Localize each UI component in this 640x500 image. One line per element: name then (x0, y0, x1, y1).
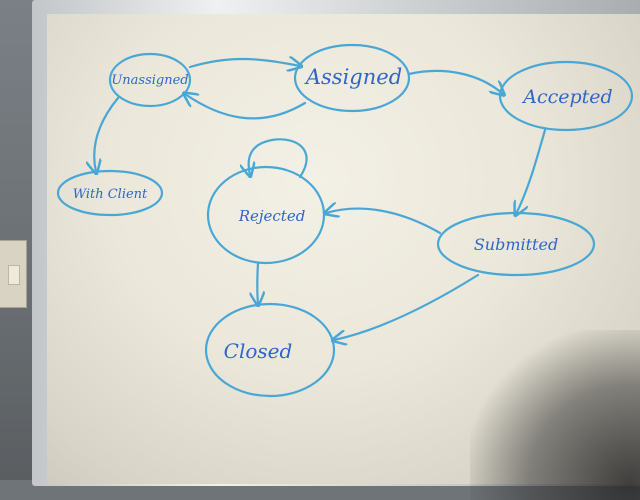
arrow-rejected-to-closed (257, 261, 258, 304)
label-submitted: Submitted (474, 235, 558, 254)
label-with-client: With Client (73, 187, 148, 202)
arrow-accepted-to-submitted (516, 128, 547, 214)
arrow-unassigned-to-assigned (188, 59, 300, 67)
label-rejected: Rejected (238, 207, 306, 225)
arrow-assigned-to-unassigned (185, 94, 307, 120)
arrow-submitted-to-rejected (326, 209, 442, 235)
state-diagram: Unassigned Assigned Accepted With Client… (56, 43, 634, 398)
arrow-unassigned-to-with-client (94, 96, 120, 172)
state-with-client (56, 169, 164, 217)
arrow-rejected-self-loop (249, 138, 308, 177)
label-accepted: Accepted (521, 86, 612, 108)
light-switch (8, 265, 20, 285)
state-assigned (293, 43, 411, 113)
arrow-assigned-to-accepted (407, 69, 503, 94)
label-closed: Closed (224, 339, 293, 363)
arrow-submitted-to-closed (334, 273, 480, 340)
label-unassigned: Unassigned (111, 73, 188, 88)
label-assigned: Assigned (304, 65, 402, 89)
state-unassigned (108, 52, 192, 108)
state-closed (204, 302, 336, 398)
light-switch-plate (0, 240, 27, 308)
